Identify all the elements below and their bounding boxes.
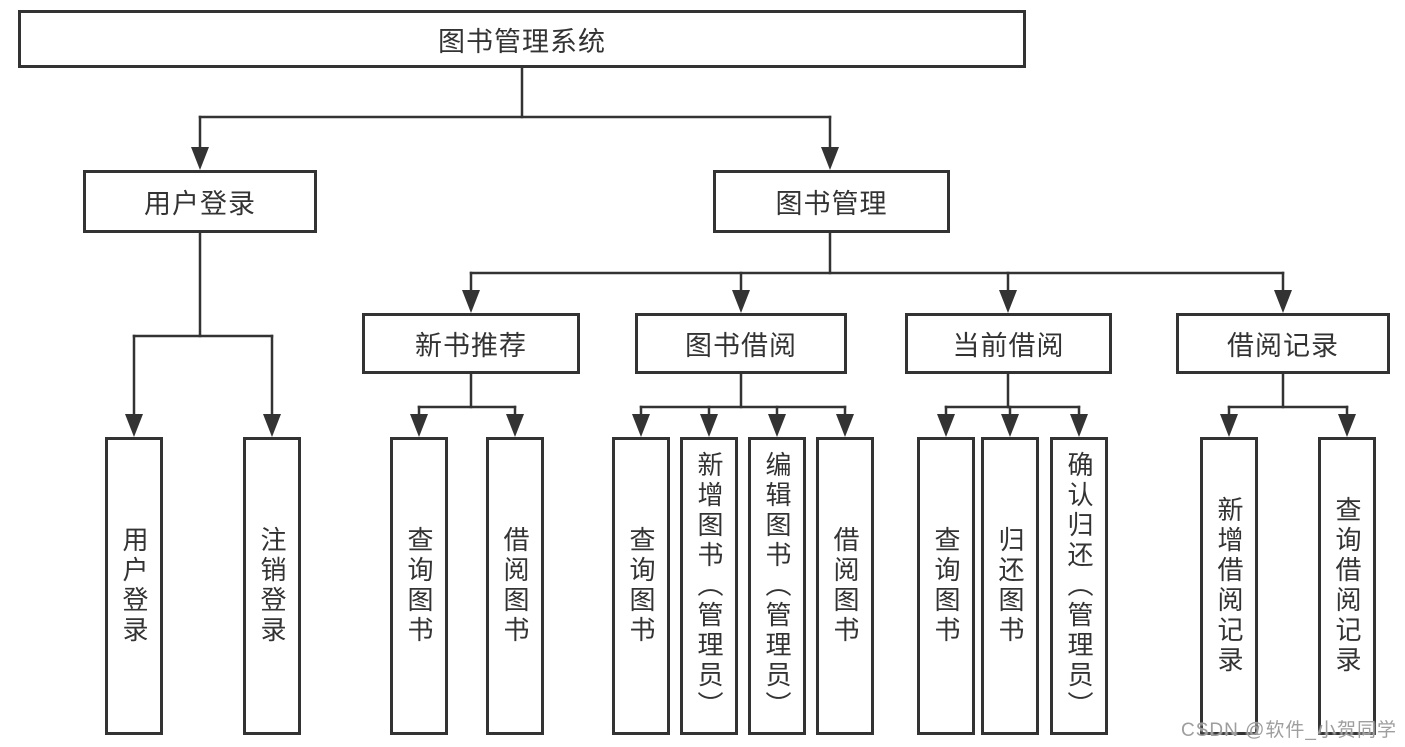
node-label: 当前借阅 (952, 331, 1065, 361)
leaf-query-books-borrowing: 查询图书 (612, 437, 670, 735)
node-label: 图书借阅 (685, 331, 797, 361)
leaf-return-book: 归还图书 (981, 437, 1039, 735)
node-label: 编辑图书（管理员） (762, 451, 792, 721)
leaf-borrow-books-borrowing: 借阅图书 (816, 437, 874, 735)
leaf-edit-book-admin: 编辑图书（管理员） (748, 437, 806, 735)
node-label: 用户登录 (144, 189, 256, 219)
node-label: 查询图书 (404, 526, 434, 646)
node-label: 查询借阅记录 (1332, 496, 1362, 676)
node-label: 查询图书 (931, 526, 961, 646)
leaf-borrow-books-recommend: 借阅图书 (486, 437, 544, 735)
node-label: 用户登录 (119, 526, 149, 646)
watermark: CSDN @软件_小贺同学 (1181, 720, 1397, 741)
leaf-confirm-return-admin: 确认归还（管理员） (1050, 437, 1108, 735)
node-book-borrowing: 图书借阅 (635, 313, 847, 374)
leaf-query-books-current: 查询图书 (917, 437, 975, 735)
node-new-book-recommend: 新书推荐 (362, 313, 580, 374)
node-label: 借阅图书 (500, 526, 530, 646)
node-label: 注销登录 (257, 526, 287, 646)
node-label: 归还图书 (995, 526, 1025, 646)
node-label: 确认归还（管理员） (1064, 451, 1094, 721)
leaf-logout: 注销登录 (243, 437, 301, 735)
node-label: 图书管理 (775, 189, 888, 219)
leaf-query-borrow-record: 查询借阅记录 (1318, 437, 1376, 735)
leaf-add-book-admin: 新增图书（管理员） (680, 437, 738, 735)
node-label: 查询图书 (626, 526, 656, 646)
leaf-add-borrow-record: 新增借阅记录 (1200, 437, 1258, 735)
node-label: 新增图书（管理员） (694, 451, 724, 721)
node-borrow-records: 借阅记录 (1176, 313, 1390, 374)
leaf-user-login: 用户登录 (105, 437, 163, 735)
node-user-login: 用户登录 (83, 170, 317, 233)
node-book-management: 图书管理 (713, 170, 950, 233)
node-label: 借阅图书 (830, 526, 860, 646)
node-label: 新书推荐 (415, 331, 527, 361)
node-label: 借阅记录 (1227, 331, 1339, 361)
node-library-system: 图书管理系统 (18, 10, 1026, 68)
node-label: 新增借阅记录 (1214, 496, 1244, 676)
leaf-query-books-recommend: 查询图书 (390, 437, 448, 735)
node-label: 图书管理系统 (438, 26, 606, 57)
node-current-borrowing: 当前借阅 (905, 313, 1112, 374)
